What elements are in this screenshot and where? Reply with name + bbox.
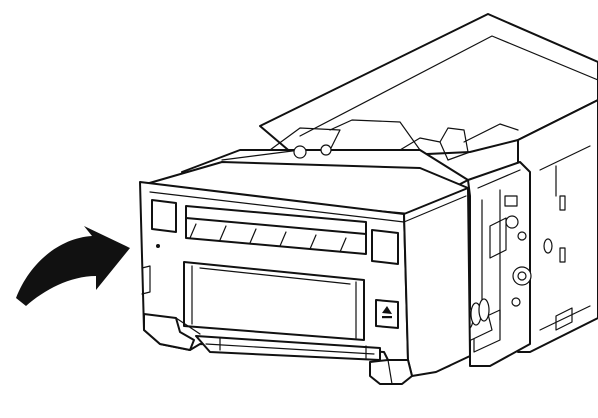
lower-paper-tray (183, 261, 365, 341)
status-led (156, 244, 160, 248)
paper-drawer (139, 161, 471, 385)
left-indicator-window (151, 199, 177, 233)
drawer-left-foot (143, 313, 195, 351)
eject-button[interactable] (375, 299, 399, 329)
insert-direction-arrow (16, 226, 130, 306)
curved-arrow-icon (16, 226, 130, 306)
drawer-right-foot (369, 359, 413, 385)
upper-paper-slot (185, 205, 367, 255)
eject-icon (382, 306, 392, 319)
drawer-right-face (403, 187, 471, 377)
right-indicator-window (371, 229, 399, 265)
